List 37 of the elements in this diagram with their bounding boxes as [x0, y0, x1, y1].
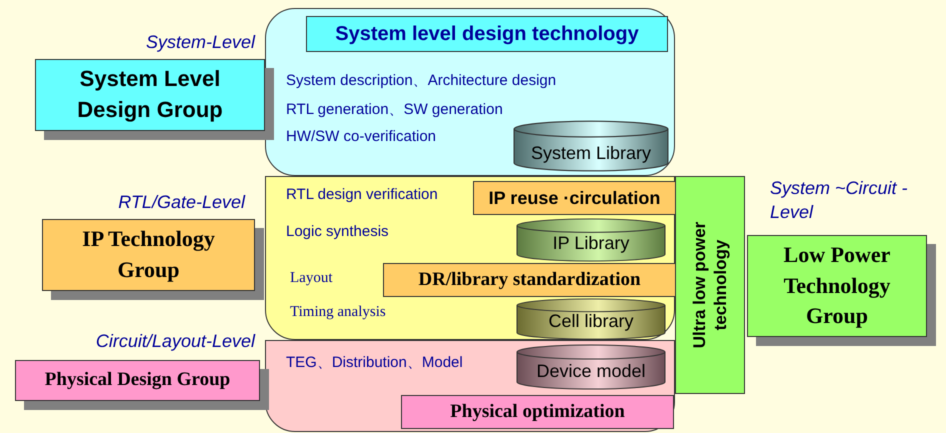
- task-text: RTL generation、SW generation: [286, 100, 503, 119]
- group-label: System Level Design Group: [76, 65, 224, 124]
- library-cylinder: [516, 218, 666, 262]
- task-text: System description、Architecture design: [286, 71, 556, 90]
- cylinder-label: IP Library: [552, 233, 630, 254]
- task-text: RTL design verification: [286, 186, 438, 203]
- band-box: [473, 181, 676, 215]
- cylinder-label: Cell library: [548, 311, 634, 332]
- level-label: System ~Circuit -Level: [770, 177, 909, 224]
- group-label: Physical Design Group: [44, 368, 230, 392]
- rounded-panel: [265, 340, 675, 432]
- task-text: Layout: [290, 270, 332, 287]
- level-label: System-Level: [144, 31, 255, 54]
- vertical-label: Ultra low power technology: [688, 220, 731, 350]
- level-label: RTL/Gate-Level: [117, 191, 245, 214]
- task-text: Logic synthesis: [286, 223, 389, 240]
- vertical-bar: [675, 176, 745, 394]
- task-text: Timing analysis: [290, 304, 386, 321]
- title-bar: [306, 16, 668, 52]
- group-label: Low Power Technology Group: [782, 240, 892, 330]
- title-text: System level design technology: [335, 22, 639, 46]
- band-label: IP reuse ·circulation: [488, 188, 660, 208]
- task-text: HW/SW co-verification: [286, 128, 436, 145]
- band-label: DR/library standardization: [418, 269, 641, 291]
- task-text: TEG、Distribution、Model: [286, 353, 463, 372]
- group-label: IP Technology Group: [81, 225, 216, 284]
- band-box: [401, 395, 674, 429]
- band-box: [383, 263, 676, 297]
- level-label: Circuit/Layout-Level: [94, 330, 255, 353]
- rounded-panel: [265, 176, 675, 340]
- library-cylinder: [516, 298, 666, 340]
- cylinder-label: Device model: [536, 361, 646, 382]
- band-label: Physical optimization: [450, 401, 625, 423]
- library-cylinder: [513, 120, 669, 172]
- cylinder-label: System Library: [530, 143, 652, 164]
- library-cylinder: [516, 344, 666, 390]
- rounded-panel: [265, 8, 675, 176]
